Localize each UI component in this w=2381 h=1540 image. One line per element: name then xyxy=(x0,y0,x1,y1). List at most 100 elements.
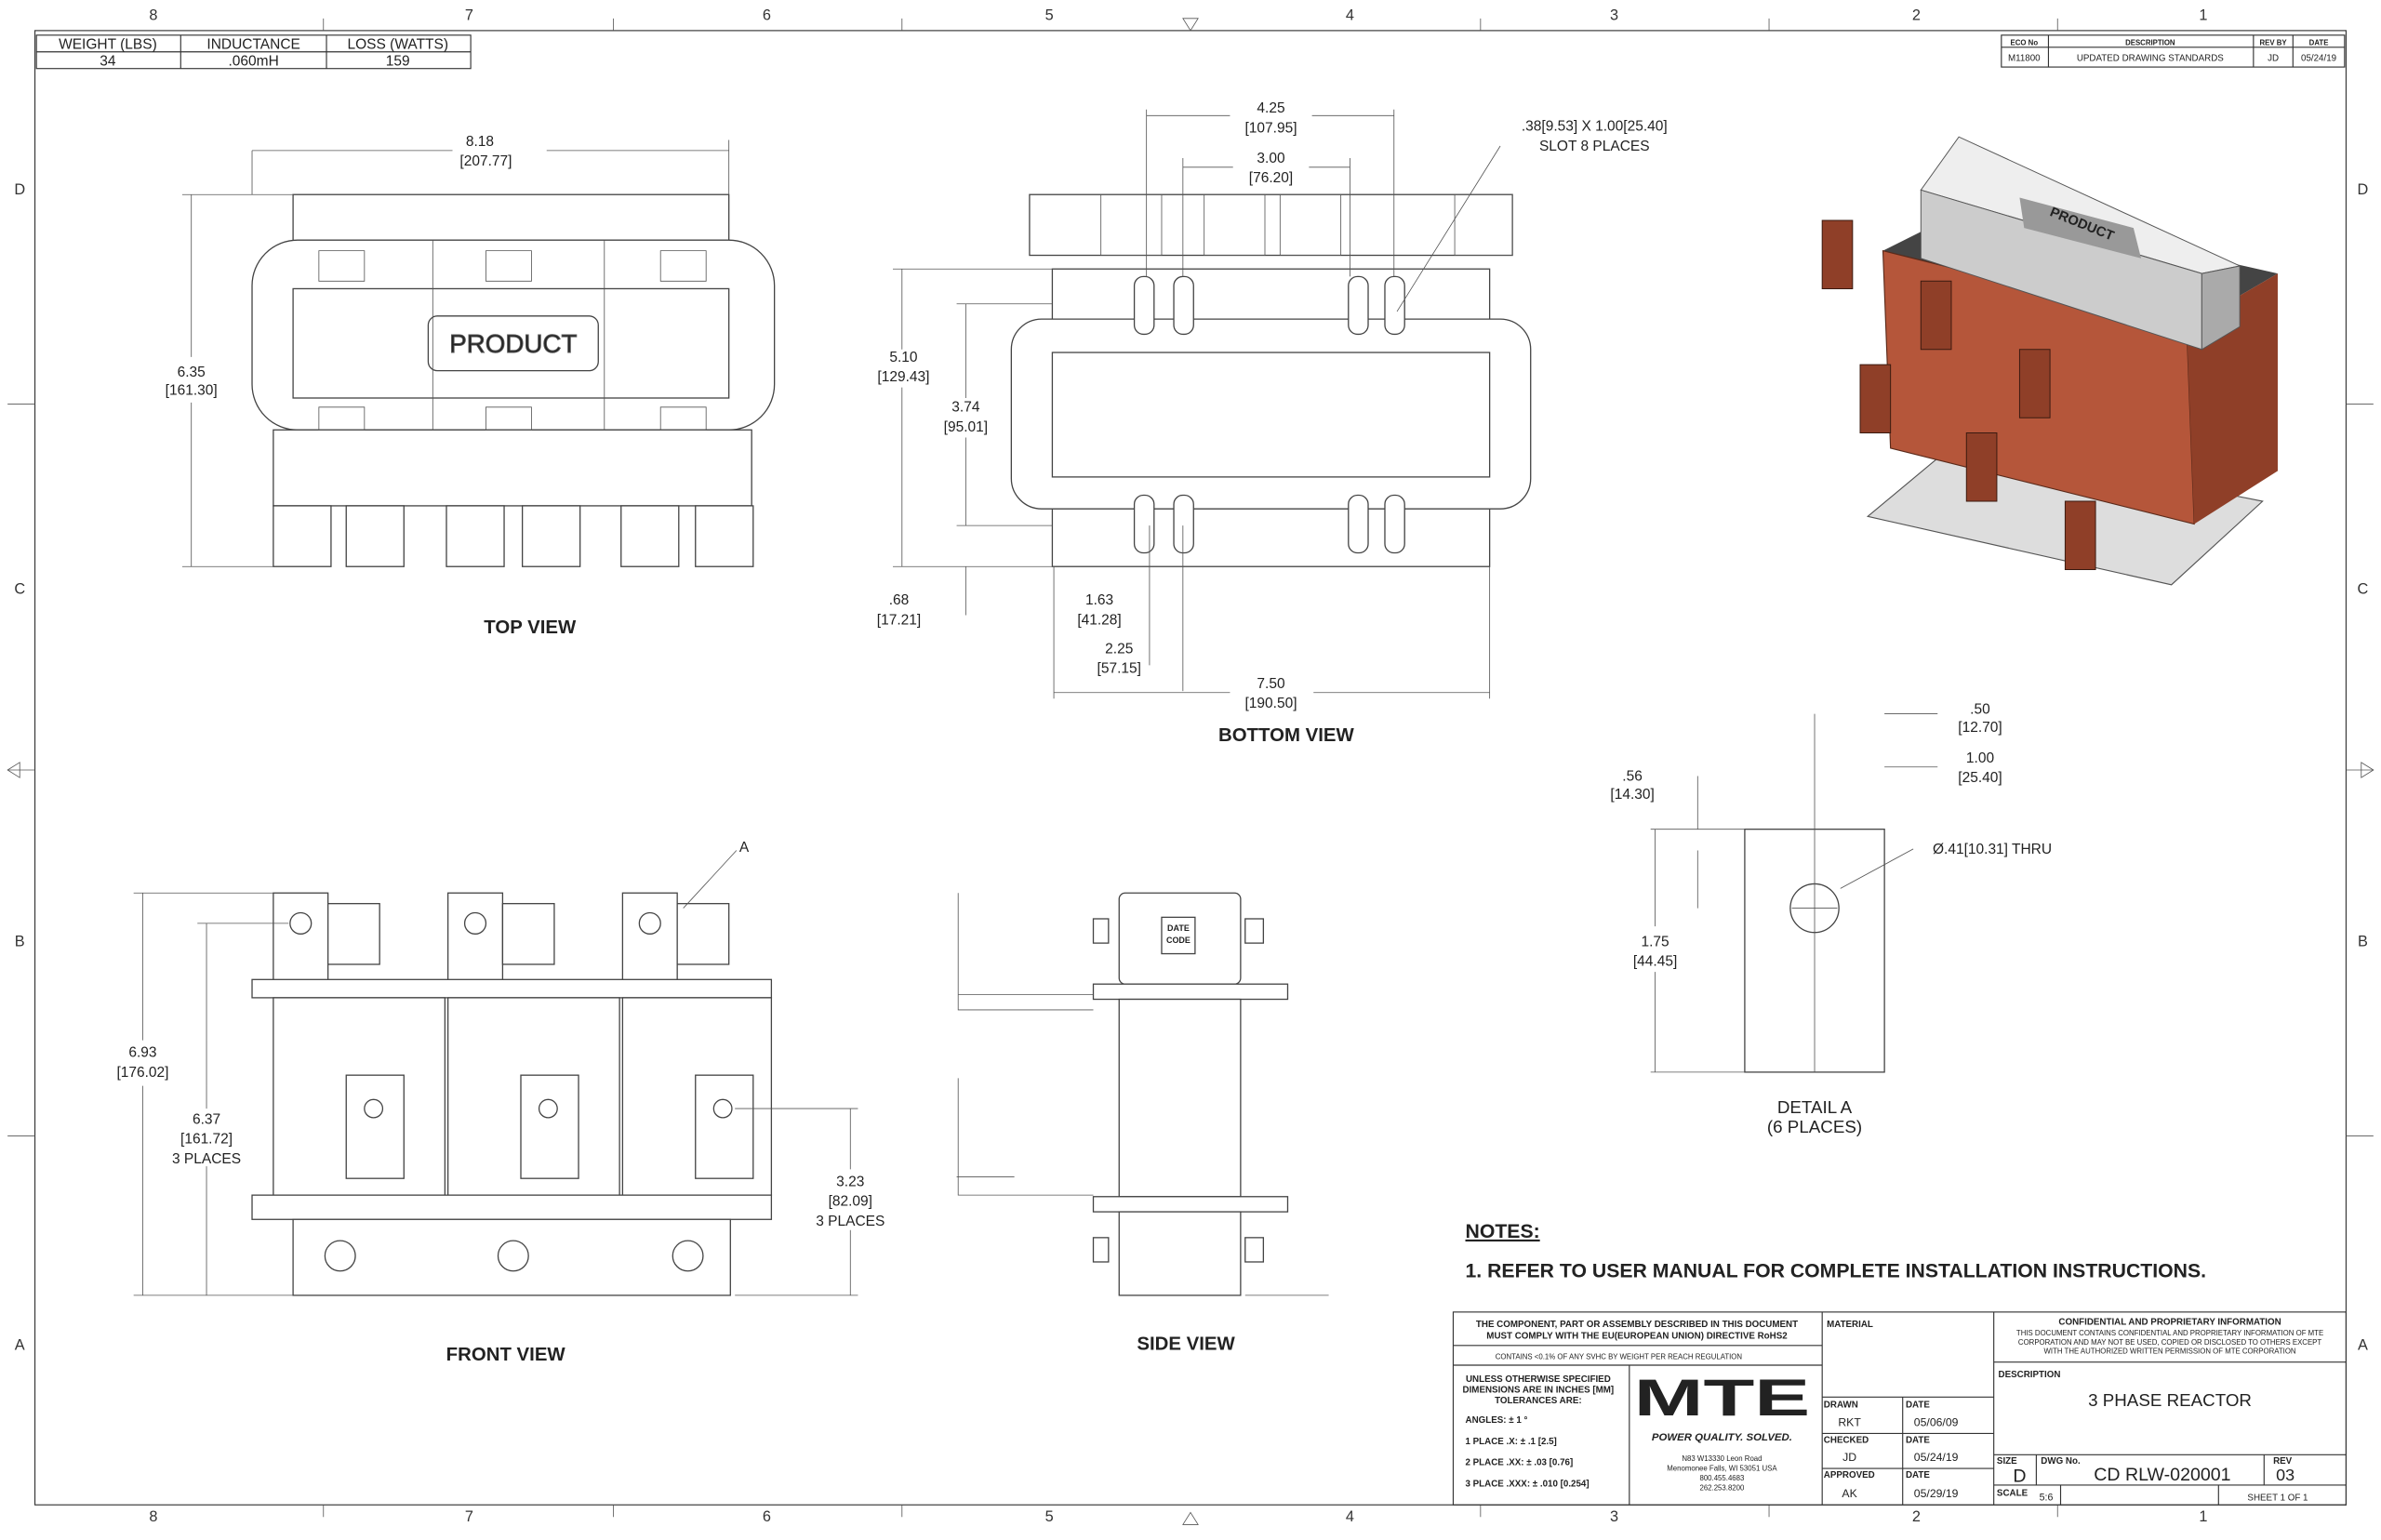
dims-bot-374-1-text: [95.01] xyxy=(944,419,988,435)
dims-det-175-0-text: 1.75 xyxy=(1642,934,1669,949)
dims-fr-693-0-text: 6.93 xyxy=(128,1045,156,1061)
dims-det-175-1-text: [44.45] xyxy=(1633,954,1677,970)
dims-bot-225-0-text: 2.25 xyxy=(1105,641,1133,657)
title-block-checked-text: JD xyxy=(1842,1451,1856,1464)
title-block-approved-label-text: APPROVED xyxy=(1824,1470,1875,1480)
side-view-label: SIDE VIEW xyxy=(1137,1334,1235,1355)
title-block-material-label-text: MATERIAL xyxy=(1827,1320,1873,1330)
dims-bot-750-1-text: [190.50] xyxy=(1245,696,1297,711)
dims-det-056-0-text: .56 xyxy=(1622,768,1643,784)
title-block-description-label-text: DESCRIPTION xyxy=(1999,1370,2061,1380)
top-view-label: TOP VIEW xyxy=(484,617,577,638)
dims-bot-225-1-text: [57.15] xyxy=(1097,661,1141,677)
zone-2: 2 xyxy=(1912,7,1921,23)
zone-3-bottom: 3 xyxy=(1610,1508,1618,1525)
revision-row-0-text: M11800 xyxy=(2008,54,2041,64)
spec-table-headers-0-text: WEIGHT (LBS) xyxy=(59,36,157,52)
front-view: A 6.93 [176.02] 6.37 [161.72] 3 PLACES 3… xyxy=(116,840,885,1365)
title-block-tol-items-2-text: 2 PLACE .XX: ± .03 [0.76] xyxy=(1466,1458,1574,1468)
title-block-rohs-0-text: THE COMPONENT, PART OR ASSEMBLY DESCRIBE… xyxy=(1476,1320,1798,1330)
title-block-conf-text-1-text: CORPORATION AND MAY NOT BE USED, COPIED … xyxy=(2018,1338,2321,1347)
zone-4-bottom: 4 xyxy=(1346,1508,1354,1525)
zones-side-2-text: B xyxy=(15,933,25,949)
revision-headers-1-text: DESCRIPTION xyxy=(2125,38,2175,46)
mte-logo: MTE xyxy=(1634,1369,1810,1427)
title-block: THE COMPONENT, PART OR ASSEMBLY DESCRIBE… xyxy=(1452,1311,2348,1506)
dims-bot-374-0-text: 3.74 xyxy=(951,400,980,416)
dims-bot-163-1-text: [41.28] xyxy=(1077,612,1121,628)
title-block-conf-title-text: CONFIDENTIAL AND PROPRIETARY INFORMATION xyxy=(2058,1318,2281,1328)
title-block-approved-date-text: 05/29/19 xyxy=(1914,1487,1959,1500)
side-view: DATE CODE SIDE VIEW xyxy=(956,892,1329,1355)
title-block-checked-label-text: CHECKED xyxy=(1824,1435,1869,1445)
views-date-code-0-text: DATE xyxy=(1167,923,1190,933)
views-product-label-text: PRODUCT xyxy=(449,329,577,358)
dims-det-100-1-text: [25.40] xyxy=(1958,770,2002,786)
dims-bot-163-0-text: 1.63 xyxy=(1085,592,1113,608)
dims-bot-425-0-text: 4.25 xyxy=(1257,100,1284,116)
title-block-tol-0-text: UNLESS OTHERWISE SPECIFIED xyxy=(1466,1374,1611,1385)
dims-bot-510-0-text: 5.10 xyxy=(889,350,918,365)
title-block-drawn-label-text: DRAWN xyxy=(1824,1401,1858,1411)
dims-slot-0-text: .38[9.53] X 1.00[25.40] xyxy=(1522,119,1668,135)
title-block-address-3-text: 262.253.8200 xyxy=(1699,1484,1745,1493)
spec-table: WEIGHT (LBS) INDUCTANCE LOSS (WATTS) 34 … xyxy=(35,34,472,69)
title-block-conf-text-2-text: WITH THE AUTHORIZED WRITTEN PERMISSION O… xyxy=(2044,1348,2296,1356)
bottom-view-label: BOTTOM VIEW xyxy=(1218,725,1355,746)
title-block-conf-text-0-text: THIS DOCUMENT CONTAINS CONFIDENTIAL AND … xyxy=(2016,1329,2323,1337)
drawing-description: 3 PHASE REACTOR xyxy=(2088,1390,2252,1410)
zones-side-1-text: C xyxy=(2358,581,2369,598)
revision-headers-2-text: REV BY xyxy=(2260,38,2288,46)
zones-side-3-text: A xyxy=(15,1337,25,1354)
zone-8-bottom: 8 xyxy=(149,1508,157,1525)
title-block-checked-date-text: 05/24/19 xyxy=(1914,1451,1959,1464)
dims-fr-637-1-text: [161.72] xyxy=(180,1132,233,1148)
revision-headers-3-text: DATE xyxy=(2309,38,2329,46)
drawing-number: CD RLW-020001 xyxy=(2094,1465,2230,1485)
dims-det-050-0-text: .50 xyxy=(1970,702,1990,718)
views-detail-0-text: DETAIL A xyxy=(1777,1097,1853,1117)
title-block-scale-text: 5:6 xyxy=(2040,1492,2054,1503)
title-block-scale-label-text: SCALE xyxy=(1997,1488,2029,1498)
inductance-value: .060mH xyxy=(229,53,279,69)
revision-row-1-text: UPDATED DRAWING STANDARDS xyxy=(2077,54,2224,64)
dims-fr-637-2-text: 3 PLACES xyxy=(172,1151,241,1167)
dims-fr-693-1-text: [176.02] xyxy=(116,1065,168,1081)
spec-table-headers-1-text: INDUCTANCE xyxy=(206,36,299,52)
dims-bot-068-0-text: .68 xyxy=(889,592,910,608)
dims-bot-300-0-text: 3.00 xyxy=(1257,151,1285,166)
title-block-approved-text: AK xyxy=(1842,1487,1857,1500)
title-block-reach-text: CONTAINS <0.1% OF ANY SVHC BY WEIGHT PER… xyxy=(1496,1352,1743,1361)
zone-3: 3 xyxy=(1610,7,1618,23)
dims-fr-323-0-text: 3.23 xyxy=(836,1174,864,1189)
dims-top-height-0-text: 6.35 xyxy=(178,365,206,380)
title-block-date-label-text: DATE xyxy=(1906,1470,1930,1480)
zone-8: 8 xyxy=(149,7,157,23)
title-block-tol-1-text: DIMENSIONS ARE IN INCHES [MM] xyxy=(1463,1385,1615,1395)
spec-table-headers-2-text: LOSS (WATTS) xyxy=(348,36,449,52)
zone-markers: 8 7 6 5 4 3 2 1 8 7 6 5 4 3 2 1 D C B A … xyxy=(7,7,2374,1525)
zone-5-bottom: 5 xyxy=(1045,1508,1054,1525)
title-block-tol-items-1-text: 1 PLACE .X: ± .1 [2.5] xyxy=(1466,1437,1557,1447)
dims-bot-425-1-text: [107.95] xyxy=(1245,120,1297,136)
top-view: PRODUCT 8.18 [207.77] 6.35 [161.30] TOP … xyxy=(166,134,776,638)
dims-bot-068-1-text: [17.21] xyxy=(877,612,921,628)
revision-block: ECO No DESCRIPTION REV BY DATE M11800 UP… xyxy=(2001,34,2346,68)
dims-det-hole-text: Ø.41[10.31] THRU xyxy=(1933,842,2052,857)
isometric-view: PRODUCT xyxy=(1821,136,2278,586)
zone-1-bottom: 1 xyxy=(2199,1508,2207,1525)
zones-side-1-text: C xyxy=(14,581,25,598)
dims-det-100-0-text: 1.00 xyxy=(1966,750,1995,766)
detail-a: .50 [12.70] 1.00 [25.40] .56 [14.30] Ø.4… xyxy=(1610,702,2052,1137)
title-block-date-label-text: DATE xyxy=(1906,1435,1930,1445)
dims-top-width-0-text: 8.18 xyxy=(466,134,494,150)
title-block-address-0-text: N83 W13330 Leon Road xyxy=(1682,1454,1762,1463)
title-block-address-1-text: Menomonee Falls, WI 53051 USA xyxy=(1667,1464,1777,1472)
loss-value: 159 xyxy=(386,53,410,69)
bottom-view: 4.25 [107.95] 3.00 [76.20] .38[9.53] X 1… xyxy=(877,100,1668,746)
zone-2-bottom: 2 xyxy=(1912,1508,1921,1525)
revision-number: 03 xyxy=(2276,1466,2295,1484)
dims-slot-1-text: SLOT 8 PLACES xyxy=(1539,139,1650,154)
dims-det-056-1-text: [14.30] xyxy=(1610,787,1654,803)
